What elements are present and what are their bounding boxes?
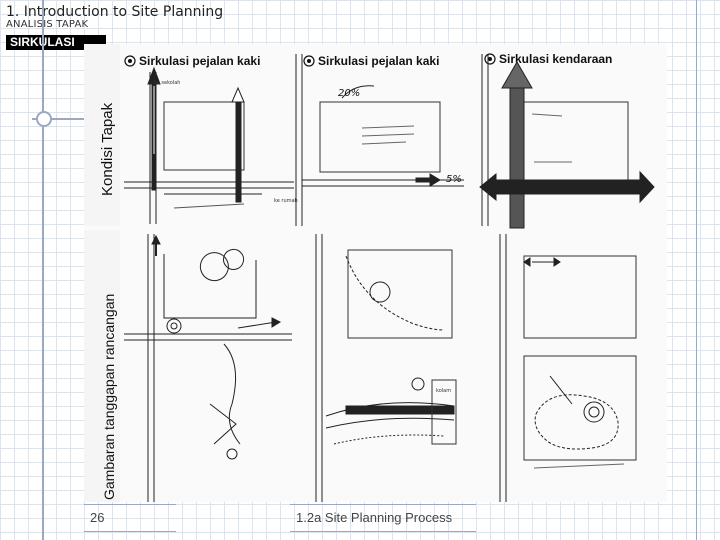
cell1-annotation-home: ke rumah [274, 198, 298, 204]
slide-title: 1. Introduction to Site Planning [6, 4, 224, 20]
sketch-cell-6 [499, 234, 637, 502]
decor-circle-marker [36, 111, 52, 127]
column-title-2-marker [303, 55, 315, 67]
column-title-1: Sirkulasi pejalan kaki [124, 54, 260, 68]
column-title-2: Sirkulasi pejalan kaki [303, 54, 439, 68]
site-analysis-sketch-figure: Kondisi Tapak Gambaran tanggapan rancang… [84, 44, 667, 502]
slope-5-label: 5% [446, 174, 462, 185]
sketch-cell-5: kolam [315, 234, 457, 502]
sketch-cell-4 [124, 234, 292, 502]
column-title-1-text: Sirkulasi pejalan kaki [139, 54, 260, 68]
row-label-gambaran: Gambaran tanggapan rancangan [101, 294, 117, 500]
decor-right-line [696, 0, 697, 540]
page-number: 26 [84, 504, 176, 532]
decor-vertical-line [42, 0, 44, 540]
sketch-cell-2: 20% 5% [295, 54, 464, 226]
sketch-cell-3 [479, 54, 655, 229]
column-title-1-marker [124, 55, 136, 67]
column-title-3-text: Sirkulasi kendaraan [499, 52, 612, 66]
row-label-kondisi: Kondisi Tapak [99, 102, 116, 196]
cell5-annotation-pond: kolam [436, 388, 451, 394]
slope-20-label: 20% [338, 88, 360, 99]
course-label: 1.2a Site Planning Process [290, 504, 476, 532]
cell1-annotation-school: ke sekolah [154, 80, 180, 86]
slide-subtitle: ANALISIS TAPAK [6, 19, 89, 30]
column-title-2-text: Sirkulasi pejalan kaki [318, 54, 439, 68]
sketch-svg: Kondisi Tapak Gambaran tanggapan rancang… [84, 44, 655, 502]
sketch-cell-1: ke sekolah ke rumah [124, 66, 298, 224]
row-label-bg-1 [84, 44, 120, 226]
decor-horizontal-line [32, 118, 102, 120]
row-label-bg-2 [84, 230, 120, 502]
column-title-3: Sirkulasi kendaraan [484, 52, 612, 66]
column-title-3-marker [484, 53, 496, 65]
